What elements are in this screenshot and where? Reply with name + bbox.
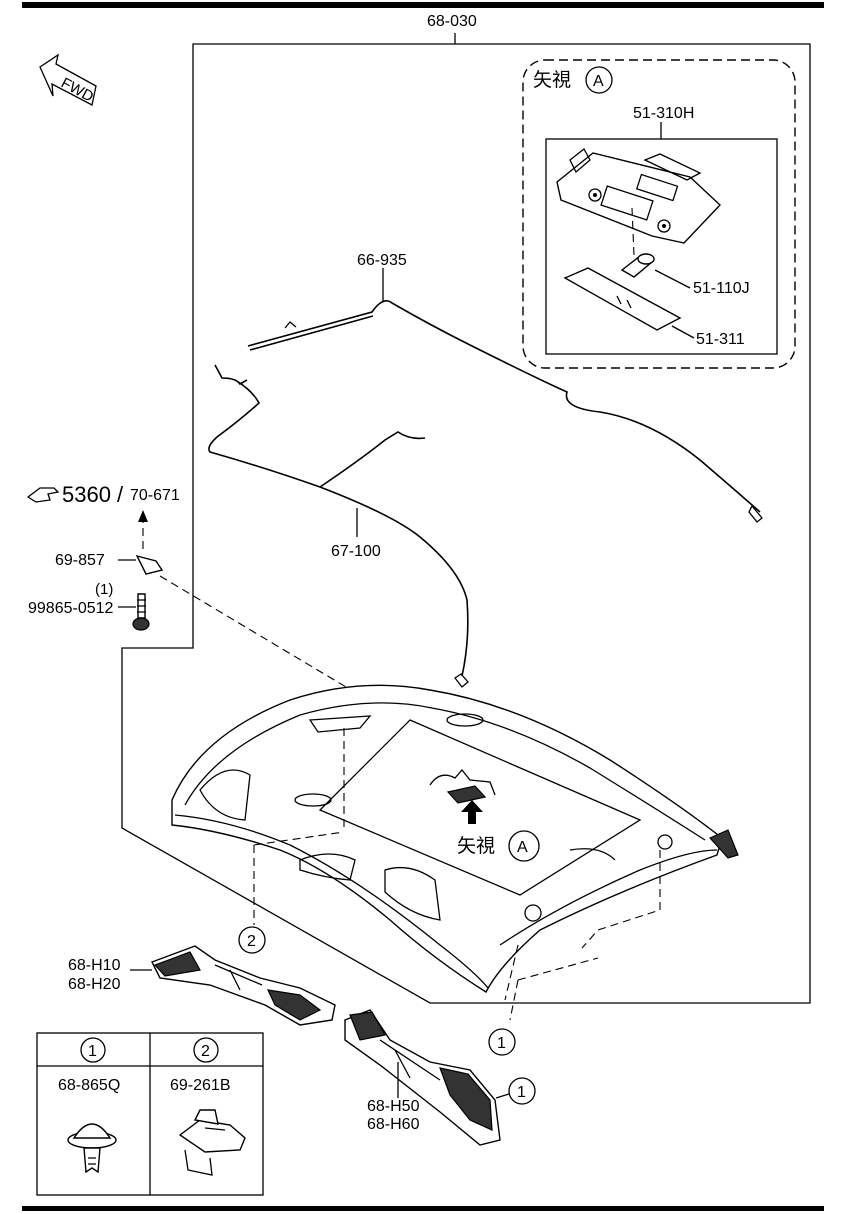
screw-99865-0512: (1) 99865-0512 bbox=[28, 581, 150, 631]
headliner-boundary bbox=[121, 43, 811, 1004]
label-parts-ref-page: 5360 bbox=[62, 482, 111, 507]
push-clip-icon bbox=[67, 1123, 117, 1174]
label-parts-fwd: FWD bbox=[58, 75, 96, 106]
top-rule bbox=[22, 2, 824, 8]
callout-1-main: 1 bbox=[488, 1028, 516, 1056]
label-callouts-two: 2 bbox=[247, 933, 256, 950]
label-legend-col2-part: 69-261B bbox=[170, 1077, 231, 1094]
headliner-panel: 矢視 A bbox=[171, 684, 739, 993]
retainer-clip-icon bbox=[178, 1109, 246, 1176]
label-parts-lens: 51-311 bbox=[696, 331, 745, 348]
label-parts-handle-front-2: 68-H20 bbox=[68, 976, 121, 993]
bulb-icon bbox=[620, 253, 655, 278]
fastener-legend: 1 2 68-865Q 69-261B bbox=[36, 1032, 264, 1196]
label-parts-ref-page-2: 70-671 bbox=[130, 487, 180, 504]
label-parts-handle-front-1: 68-H10 bbox=[68, 957, 121, 974]
label-parts-lamp-assy: 51-310H bbox=[633, 105, 694, 122]
pointing-hand-icon bbox=[26, 487, 60, 503]
label-legend-col1-part: 68-865Q bbox=[58, 1077, 120, 1094]
label-parts-handle-rear-1: 68-H50 bbox=[367, 1098, 420, 1115]
label-callouts-one: 1 bbox=[517, 1084, 526, 1101]
label-parts-screw-qty: (1) bbox=[95, 581, 113, 598]
clip-69-857: 69-857 bbox=[55, 552, 164, 575]
harness-66-935: 66-935 bbox=[247, 252, 763, 523]
callout-1-rear-handle: 1 bbox=[495, 1077, 536, 1105]
view-a-detail: 矢視 A 51-310H 51-110J bbox=[522, 59, 796, 369]
label-parts-handle-rear-2: 68-H60 bbox=[367, 1116, 420, 1133]
label-legend-col1-num: 1 bbox=[88, 1043, 97, 1060]
label-parts-screw-part: 99865-0512 bbox=[28, 600, 114, 617]
lamp-lens bbox=[563, 267, 682, 331]
label-parts-harness-2: 67-100 bbox=[331, 543, 381, 560]
reference-note: 5360 / 70-671 bbox=[26, 482, 180, 550]
label-parts-ref-slash: / bbox=[117, 482, 124, 507]
label-parts-view-a-jp: 矢視 bbox=[457, 835, 495, 857]
bottom-rule bbox=[22, 1206, 824, 1211]
label-parts-harness-1: 66-935 bbox=[357, 252, 407, 269]
label-parts-bulb: 51-110J bbox=[693, 280, 750, 297]
label-parts-callout-a: A bbox=[593, 73, 604, 90]
headliner-part-number: 68-030 bbox=[427, 13, 477, 30]
map-lamp-housing bbox=[556, 148, 721, 244]
label-parts-view-a-jp: 矢視 bbox=[533, 69, 571, 91]
assist-handle-rear: 68-H50 68-H60 bbox=[344, 1009, 501, 1146]
callout-2-main: 2 bbox=[238, 926, 266, 954]
assist-handle-front: 68-H10 68-H20 bbox=[68, 945, 336, 1026]
harness-67-100: 67-100 bbox=[208, 364, 469, 688]
label-parts-callout-a: A bbox=[517, 839, 528, 856]
fwd-arrow-icon: FWD bbox=[39, 53, 97, 106]
label-parts-clip-part: 69-857 bbox=[55, 552, 105, 569]
label-callouts-one: 1 bbox=[497, 1035, 506, 1052]
label-legend-col2-num: 2 bbox=[201, 1043, 210, 1060]
